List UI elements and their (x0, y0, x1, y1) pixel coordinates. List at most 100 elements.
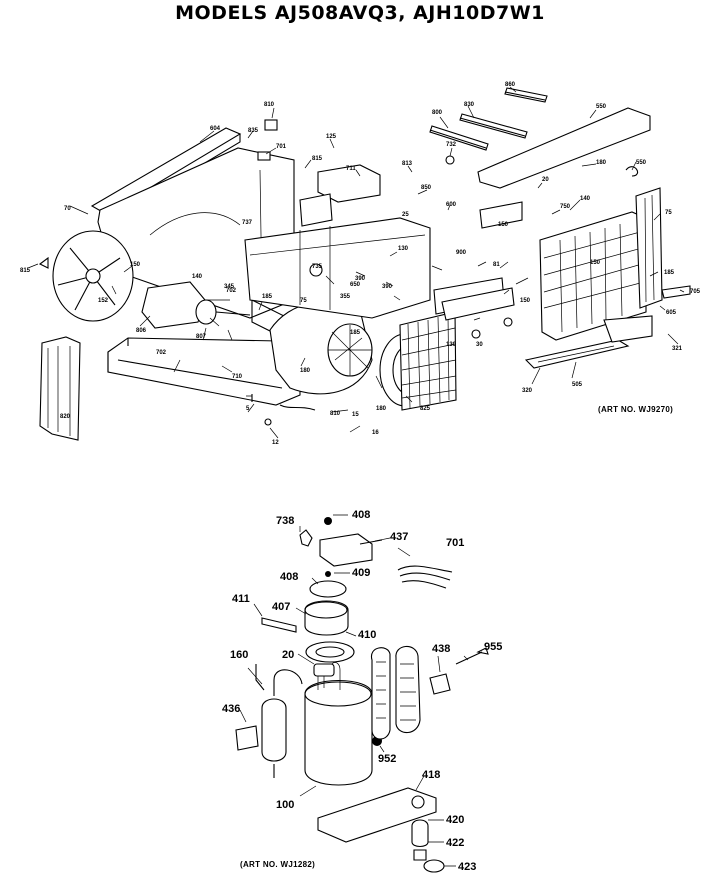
lower-callout-labels: 738 408 437 701 408 409 411 407 410 438 … (222, 509, 502, 873)
discharge-line (370, 647, 391, 740)
callout-label: 345 (224, 284, 235, 290)
fan-motor (141, 281, 289, 339)
callout-label: 180 (596, 160, 607, 166)
callout-label: 150 (498, 222, 509, 228)
callout-label: 710 (232, 374, 243, 380)
terminal-cover (319, 533, 373, 567)
callout-label: 12 (272, 440, 279, 446)
side-panel (39, 336, 81, 441)
callout-label: 711 (346, 166, 356, 172)
callout-label: 150 (520, 298, 531, 304)
callout-label: 800 (432, 110, 443, 116)
top-cover (477, 107, 651, 189)
accumulator (261, 698, 287, 762)
callout-label: 815 (20, 268, 31, 274)
callout-label-411: 411 (232, 593, 250, 605)
callout-label: 550 (596, 104, 607, 110)
callout-label-407: 407 (272, 601, 290, 613)
side-bracket (635, 187, 663, 309)
callout-label: 150 (130, 262, 141, 268)
upper-callout-labels: 860 800 550 830 604 835 125 732 810 701 … (20, 82, 701, 446)
callout-label: 20 (542, 177, 549, 183)
partition-shroud (97, 147, 295, 319)
callout-label: 604 (210, 126, 221, 132)
callout-label: 355 (340, 294, 351, 300)
callout-label: 185 (350, 330, 361, 336)
callout-label-100: 100 (276, 799, 294, 811)
callout-label: 505 (572, 382, 583, 388)
callout-label: 180 (376, 406, 387, 412)
callout-label: 152 (98, 298, 109, 304)
callout-label-20: 20 (282, 649, 294, 661)
callout-label: 735 (312, 264, 323, 270)
callout-label: 737 (242, 220, 253, 226)
callout-label-436: 436 (222, 703, 240, 715)
callout-label: 150 (590, 260, 601, 266)
callout-label-423: 423 (458, 861, 476, 873)
callout-label-701: 701 (446, 537, 464, 549)
callout-label: 900 (456, 250, 467, 256)
callout-label: 820 (60, 414, 71, 420)
callout-label-160: 160 (230, 649, 248, 661)
callout-label: 390 (382, 284, 393, 290)
callout-label: 180 (300, 368, 311, 374)
callout-label: 830 (464, 102, 475, 108)
callout-label: 25 (402, 212, 409, 218)
callout-label-418: 418 (422, 769, 440, 781)
condenser-coil (539, 211, 647, 341)
callout-label: 75 (665, 210, 672, 216)
callout-label: 70 (64, 206, 71, 212)
callout-label: 701 (276, 144, 287, 150)
callout-label: 16 (372, 430, 379, 436)
callout-label: 732 (446, 142, 457, 148)
art-number-lower: (ART NO. WJ1282) (240, 860, 316, 869)
art-number-upper: (ART NO. WJ9270) (598, 405, 674, 414)
callout-label-738: 738 (276, 515, 294, 527)
control-box (244, 217, 431, 319)
callout-label: 125 (326, 134, 337, 140)
callout-label: 320 (522, 388, 533, 394)
callout-label: 15 (352, 412, 359, 418)
callout-label: 810 (264, 102, 275, 108)
callout-label: 815 (312, 156, 323, 162)
callout-label-409: 409 (352, 567, 370, 579)
callout-label: 835 (248, 128, 259, 134)
callout-label: 550 (636, 160, 647, 166)
callout-label: 185 (262, 294, 273, 300)
fan-blade (52, 230, 134, 322)
callout-label: 5 (246, 406, 250, 412)
callout-label: 750 (560, 204, 571, 210)
callout-label: 140 (580, 196, 591, 202)
callout-label: 30 (476, 342, 483, 348)
callout-label: 705 (690, 289, 701, 295)
callout-label: 140 (192, 274, 203, 280)
callout-label: 850 (421, 185, 432, 191)
callout-label: 650 (350, 282, 361, 288)
callout-label: 810 (330, 411, 341, 417)
callout-label-422: 422 (446, 837, 464, 849)
callout-label-438: 438 (432, 643, 450, 655)
callout-label: 185 (664, 270, 675, 276)
callout-label-437: 437 (390, 531, 408, 543)
callout-label-952: 952 (378, 753, 396, 765)
page-title: MODELS AJ508AVQ3, AJH10D7W1 (175, 2, 545, 24)
callout-label: 321 (672, 346, 683, 352)
callout-label: 702 (226, 288, 237, 294)
callout-label: 81 (493, 262, 500, 268)
upper-assembly (27, 86, 691, 441)
mounting-base (317, 787, 437, 843)
callout-label: 807 (196, 334, 207, 340)
callout-label: 813 (402, 161, 413, 167)
callout-label-420: 420 (446, 814, 464, 826)
callout-label: 130 (398, 246, 409, 252)
callout-label: 702 (156, 350, 167, 356)
callout-label: 130 (446, 342, 457, 348)
callout-label: 825 (420, 406, 431, 412)
blower-housing (269, 301, 373, 395)
callout-label: 600 (446, 202, 457, 208)
callout-label-955: 955 (484, 641, 502, 653)
callout-label: 860 (505, 82, 516, 88)
inlet-grille (399, 311, 457, 411)
terminal-gasket (305, 641, 355, 663)
